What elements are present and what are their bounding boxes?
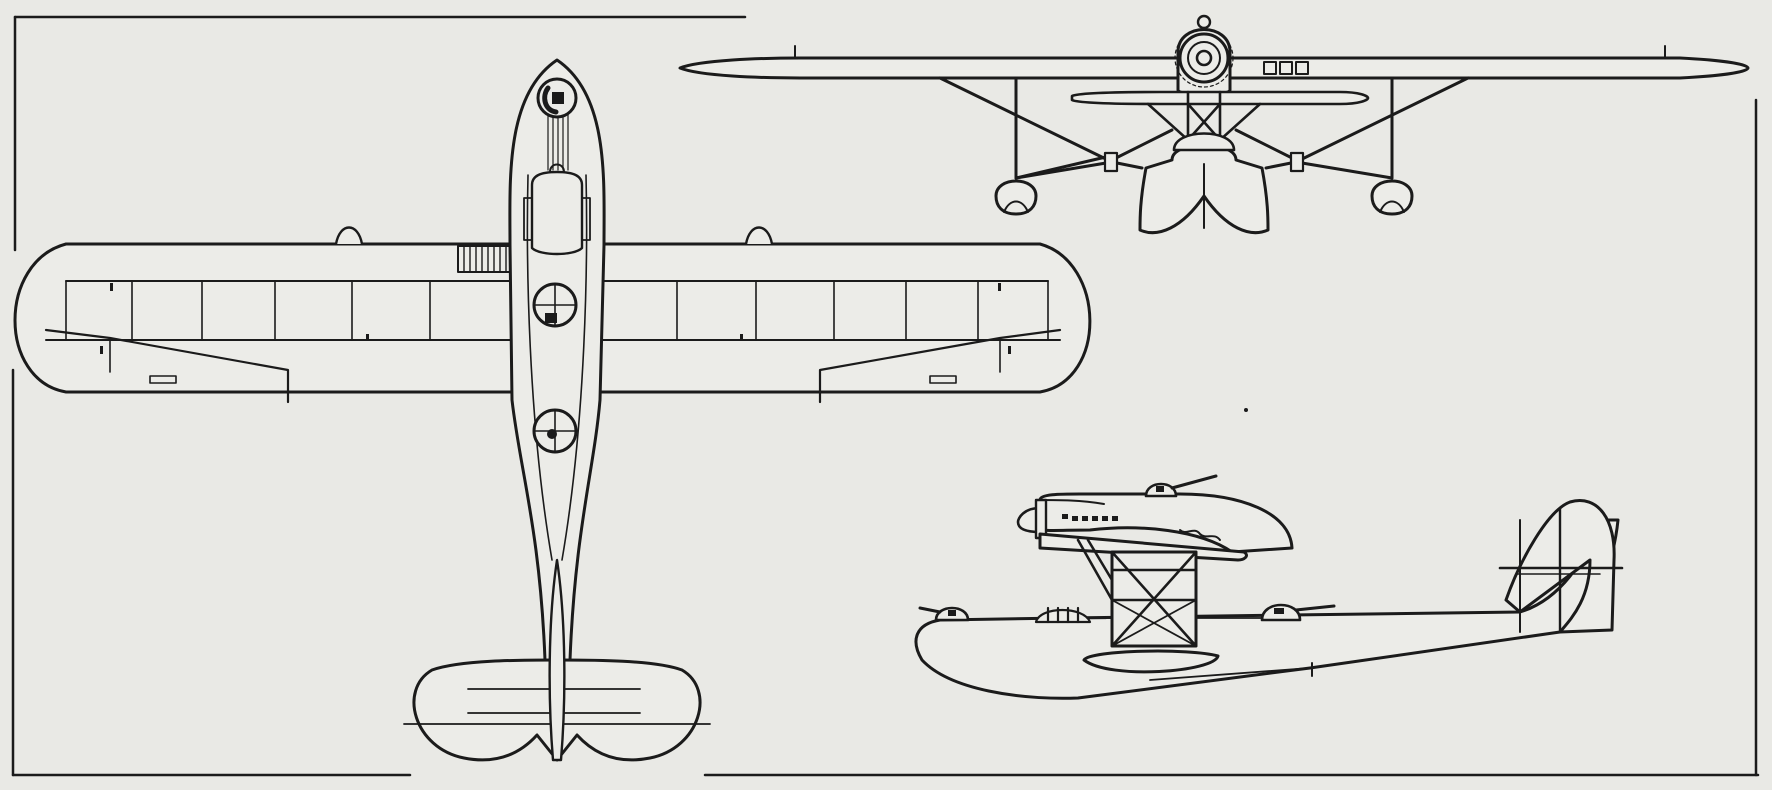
drawing-frame xyxy=(11,15,1760,777)
plan-view-aft-turret xyxy=(532,408,578,454)
plan-view-mid-turret xyxy=(532,282,578,328)
side-view-cabane-struts xyxy=(1076,538,1198,648)
front-view-float-right xyxy=(1370,179,1414,216)
plan-view-float-mount-left xyxy=(334,226,364,246)
side-view-bow-turret xyxy=(918,606,970,622)
plan-view-nose-turret xyxy=(536,77,578,119)
front-view-strut-joint-left xyxy=(1103,151,1119,173)
front-view-hull xyxy=(1138,132,1270,235)
front-view-strut-joint-right xyxy=(1289,151,1305,173)
ink-speck xyxy=(1244,408,1248,412)
side-view-upper-turret xyxy=(1144,474,1218,498)
plan-view-float-mount-right xyxy=(744,226,774,246)
front-view-engine xyxy=(1174,14,1309,96)
side-view-tail-fin xyxy=(1498,499,1624,634)
front-view xyxy=(678,14,1750,235)
side-view-sponson xyxy=(1082,649,1220,674)
front-view-cabane-struts xyxy=(1146,90,1262,142)
side-view-mid-turret xyxy=(1260,603,1336,622)
front-view-float-struts xyxy=(938,76,1470,180)
front-view-float-left xyxy=(994,179,1038,216)
plan-view-wing-marks xyxy=(100,283,1011,354)
side-view-engine-nacelle xyxy=(1016,492,1294,554)
plan-view-tailplane xyxy=(403,558,711,762)
side-view xyxy=(914,474,1624,700)
side-view-bow-fittings xyxy=(1034,606,1108,624)
plan-view xyxy=(13,58,1092,762)
